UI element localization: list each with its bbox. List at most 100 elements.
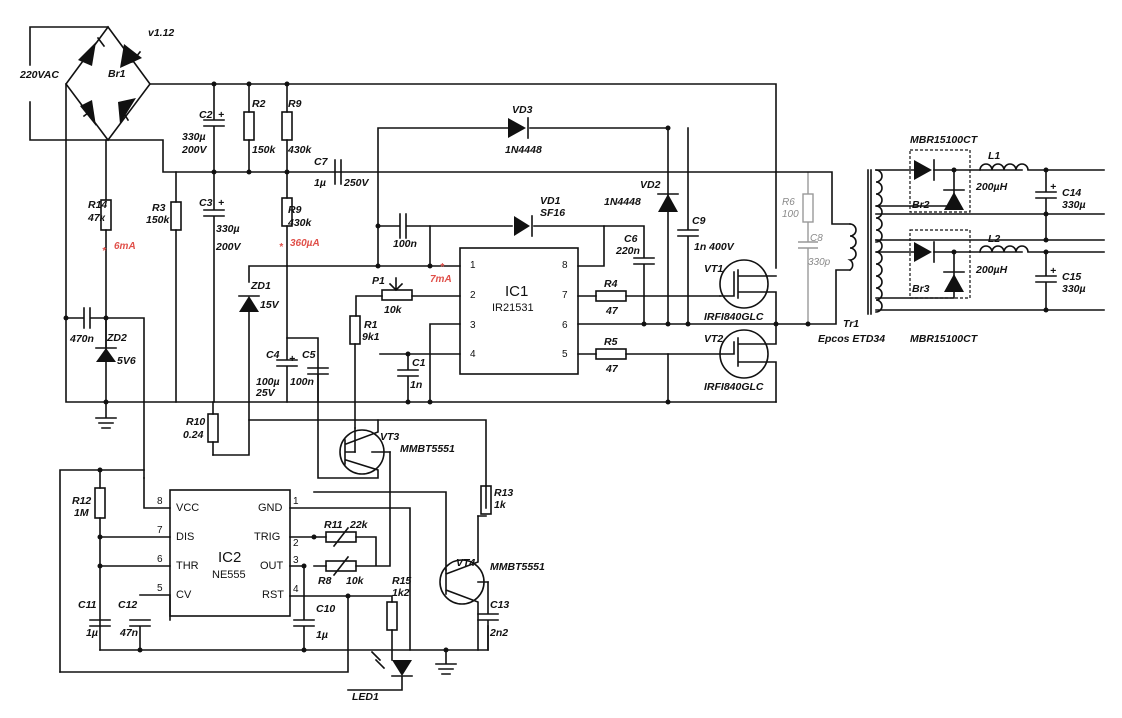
svg-text:47к: 47к (87, 212, 106, 224)
svg-text:1k2: 1k2 (392, 587, 410, 599)
svg-text:R4: R4 (604, 278, 618, 290)
svg-text:VT3: VT3 (380, 431, 399, 443)
svg-text:10k: 10k (384, 304, 403, 316)
svg-text:VD1: VD1 (540, 195, 561, 207)
svg-text:R2: R2 (252, 98, 266, 110)
svg-text:8: 8 (562, 260, 568, 271)
svg-text:360µA: 360µA (290, 238, 320, 249)
svg-text:C10: C10 (316, 603, 335, 615)
svg-text:47n: 47n (119, 627, 138, 639)
mains-input: 220VAC (19, 26, 109, 141)
svg-text:330µ: 330µ (1062, 283, 1086, 295)
c4-capacitor: C4 + 100µ 25V C5 100n (255, 265, 329, 403)
svg-text:LED1: LED1 (352, 691, 379, 703)
br1-label: Br1 (108, 68, 126, 80)
svg-text:C11: C11 (78, 599, 97, 611)
svg-text:+: + (218, 109, 224, 121)
svg-text:5V6: 5V6 (117, 355, 136, 367)
r10-resistor: R10 0.24 (183, 401, 487, 487)
svg-text:MMBT5551: MMBT5551 (400, 443, 455, 455)
svg-text:THR: THR (176, 560, 199, 572)
ic1-ir21531: IC1 IR21531 1 2 3 4 8 7 6 5 * 7mA (430, 247, 579, 375)
hv-rails (65, 81, 777, 403)
svg-text:C6: C6 (624, 233, 638, 245)
svg-text:ZD2: ZD2 (106, 332, 127, 344)
svg-text:Br3: Br3 (912, 283, 930, 295)
svg-text:330p: 330p (808, 257, 831, 268)
svg-text:C5: C5 (302, 349, 316, 361)
svg-text:4: 4 (470, 349, 476, 360)
svg-text:1n 400V: 1n 400V (694, 241, 735, 253)
svg-text:C7: C7 (314, 156, 329, 168)
svg-text:6mA: 6mA (114, 241, 136, 252)
svg-text:NE555: NE555 (212, 569, 246, 581)
bridge-br1: Br1 v1.12 (65, 25, 174, 142)
svg-text:ZD1: ZD1 (250, 280, 271, 292)
svg-text:R10: R10 (186, 416, 205, 428)
svg-text:8: 8 (157, 496, 163, 507)
svg-text:R12: R12 (72, 495, 91, 507)
svg-text:2: 2 (470, 290, 476, 301)
svg-text:1n: 1n (410, 379, 422, 391)
svg-text:100: 100 (782, 209, 799, 220)
svg-text:VD3: VD3 (512, 104, 533, 116)
svg-text:4: 4 (293, 584, 299, 595)
svg-text:GND: GND (258, 502, 283, 514)
svg-text:200µH: 200µH (975, 264, 1008, 276)
svg-text:R6: R6 (782, 197, 795, 208)
svg-text:TRIG: TRIG (254, 531, 280, 543)
svg-text:L1: L1 (988, 150, 1000, 162)
svg-text:R11: R11 (324, 519, 343, 531)
zd1-zener: ZD1 15V (212, 265, 461, 456)
svg-text:200V: 200V (181, 144, 208, 156)
ic2-wiring: R12 1M C11 1µ C12 47n C10 1µ R11 22k R8 … (59, 451, 489, 703)
svg-text:47: 47 (605, 363, 619, 375)
svg-text:7mA: 7mA (430, 274, 452, 285)
svg-text:5: 5 (157, 583, 163, 594)
svg-text:330µ: 330µ (182, 131, 206, 143)
svg-text:1: 1 (293, 496, 299, 507)
svg-text:VT2: VT2 (704, 333, 723, 345)
c13-capacitor: C13 2n2 (477, 581, 509, 651)
svg-text:200V: 200V (215, 241, 242, 253)
svg-text:R15: R15 (392, 575, 411, 587)
svg-text:MBR15100CT: MBR15100CT (910, 134, 979, 146)
ic1-wiring: 100n VD3 1N4448 VD1 SF16 VD2 1N4448 C6 2… (349, 104, 809, 429)
svg-text:3: 3 (470, 320, 476, 331)
svg-text:7: 7 (157, 525, 163, 536)
svg-text:R3: R3 (152, 202, 166, 214)
svg-text:1N4448: 1N4448 (604, 196, 641, 208)
svg-text:C4: C4 (266, 349, 280, 361)
svg-text:10k: 10k (346, 575, 365, 587)
svg-text:3: 3 (293, 555, 299, 566)
svg-text:+: + (289, 353, 295, 365)
c7-capacitor: C7 1µ 250V (314, 156, 370, 189)
svg-text:Tr1: Tr1 (843, 318, 859, 330)
svg-text:MMBT5551: MMBT5551 (490, 561, 545, 573)
svg-text:100n: 100n (393, 238, 417, 250)
svg-text:VT4: VT4 (456, 557, 475, 569)
svg-text:2: 2 (293, 538, 299, 549)
ic1-part: IR21531 (492, 302, 534, 314)
svg-text:0.24: 0.24 (183, 429, 204, 441)
c2-capacitor: C2 330µ 200V + (181, 83, 225, 173)
svg-text:470n: 470n (69, 333, 94, 345)
r14-resistor: R14 47к * 6mA (87, 139, 136, 353)
c470-capacitor: 470n (65, 307, 145, 479)
ground-left (63, 315, 117, 429)
svg-text:DIS: DIS (176, 531, 194, 543)
svg-text:1M: 1M (74, 507, 89, 519)
svg-text:6: 6 (562, 320, 568, 331)
svg-text:R5: R5 (604, 336, 618, 348)
svg-text:C13: C13 (490, 599, 509, 611)
vt3-transistor: VT3 MMBT5551 (317, 367, 455, 479)
svg-text:VCC: VCC (176, 502, 199, 514)
svg-text:2n2: 2n2 (489, 627, 508, 639)
svg-text:Epcos ETD34: Epcos ETD34 (818, 333, 885, 345)
svg-text:100µ: 100µ (256, 376, 280, 388)
svg-text:VD2: VD2 (640, 179, 661, 191)
svg-text:430k: 430k (287, 217, 313, 229)
svg-text:430k: 430k (287, 144, 313, 156)
r9-top-resistor: R9 430k (281, 83, 313, 173)
